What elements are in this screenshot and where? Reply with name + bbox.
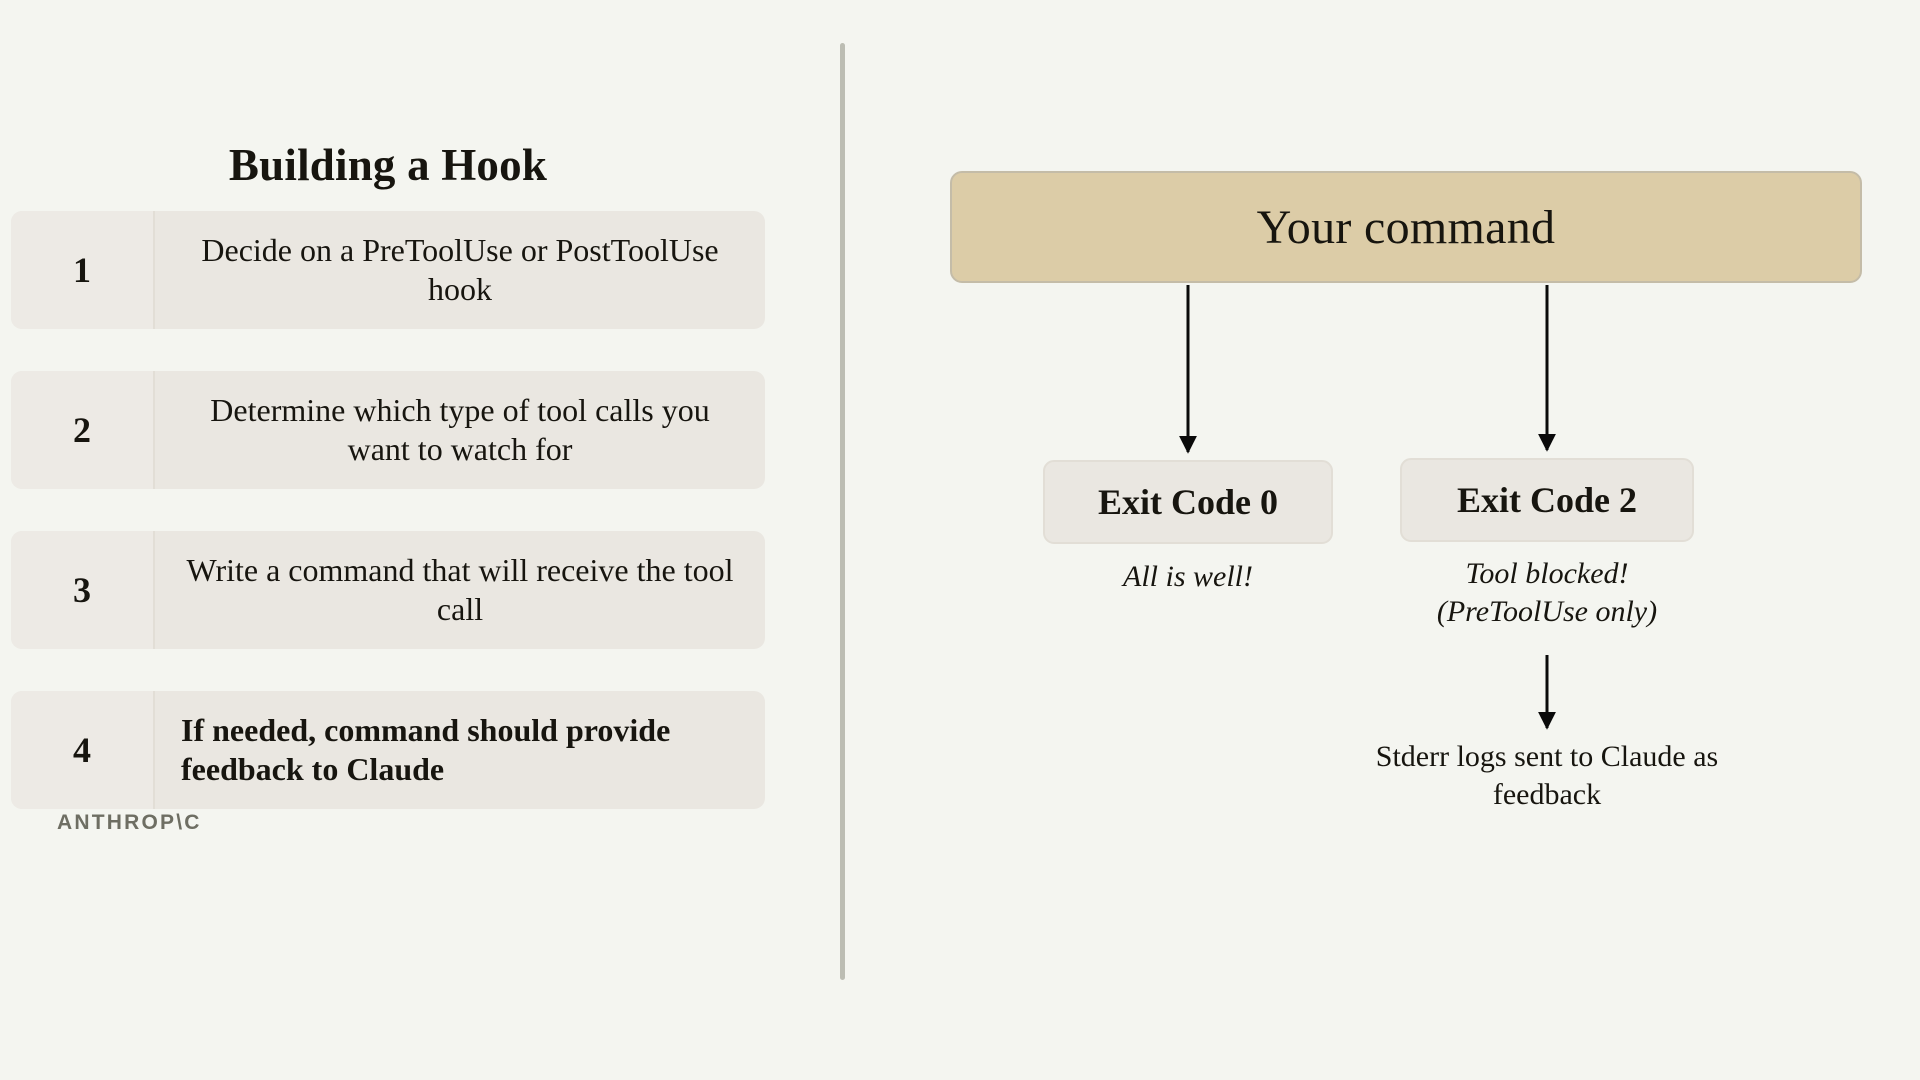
your-command-label: Your command [1256, 200, 1556, 254]
exit-code-2-caption: Tool blocked! (PreToolUse only) [1360, 555, 1734, 630]
steps-list: 1 Decide on a PreToolUse or PostToolUse … [11, 211, 765, 851]
exit-code-0-caption: All is well! [1123, 560, 1253, 593]
exit-code-2-caption-line-1: Tool blocked! [1465, 557, 1629, 590]
exit-code-0-box: Exit Code 0 [1043, 460, 1333, 544]
step-number: 2 [11, 371, 155, 489]
step-text: Determine which type of tool calls you w… [210, 391, 710, 467]
list-item: 2 Determine which type of tool calls you… [11, 371, 765, 489]
right-panel-flow-diagram: Your command Exit Code 0 All is well! Ex… [840, 0, 1920, 1080]
list-item: 1 Decide on a PreToolUse or PostToolUse … [11, 211, 765, 329]
list-item: 4 If needed, command should provide feed… [11, 691, 765, 809]
step-number: 3 [11, 531, 155, 649]
step-number: 4 [11, 691, 155, 809]
left-panel: Building a Hook 1 Decide on a PreToolUse… [0, 130, 790, 830]
vertical-divider [840, 43, 845, 980]
anthropic-wordmark: ANTHROP\C [57, 811, 202, 834]
flow-arrows [1179, 285, 1556, 730]
list-item: 3 Write a command that will receive the … [11, 531, 765, 649]
step-number: 1 [11, 211, 155, 329]
stderr-feedback-note: Stderr logs sent to Claude as feedback [1375, 740, 1719, 811]
step-text: Decide on a PreToolUse or PostToolUse ho… [201, 231, 719, 307]
page-title: Building a Hook [228, 140, 548, 190]
exit-code-2-caption-line-2: (PreToolUse only) [1436, 594, 1658, 628]
step-text: If needed, command should provide feedba… [181, 711, 671, 787]
your-command-box: Your command [950, 171, 1862, 283]
step-text: Write a command that will receive the to… [186, 551, 734, 627]
exit-code-2-box: Exit Code 2 [1400, 458, 1694, 542]
